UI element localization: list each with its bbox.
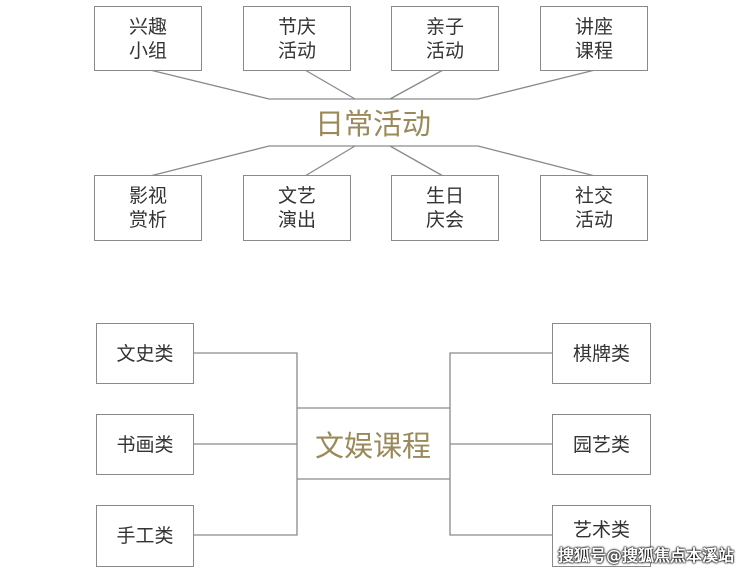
- connector-bottom: [149, 145, 596, 177]
- node-film: 影视赏析: [94, 175, 202, 241]
- node-label: 生日: [425, 185, 464, 207]
- node-label: 赏析: [128, 209, 167, 231]
- node-label: 活动: [277, 39, 316, 62]
- connector: [389, 69, 444, 100]
- node-label: 社交: [574, 185, 613, 207]
- node-gardening: 园艺类: [552, 414, 651, 475]
- node-art: 艺术类: [552, 505, 651, 567]
- node-label: 演出: [277, 209, 316, 231]
- node-interest-group: 兴趣小组: [94, 6, 202, 71]
- node-label: 影视: [128, 185, 167, 207]
- node-label: 庆会: [425, 209, 464, 231]
- connector: [304, 145, 356, 177]
- node-label: 书画类: [116, 433, 174, 456]
- node-calligraphy-painting: 书画类: [96, 414, 194, 475]
- node-label: 园艺类: [572, 433, 630, 456]
- connector-top: [149, 69, 596, 100]
- node-label: 兴趣: [128, 15, 167, 38]
- node-label: 棋牌类: [572, 342, 630, 365]
- node-label: 活动: [425, 39, 464, 62]
- watermark: 搜狐号@搜狐焦点本溪站: [557, 546, 734, 565]
- node-parent-child: 亲子活动: [391, 6, 499, 71]
- node-performance: 文艺演出: [243, 175, 351, 241]
- node-festival: 节庆活动: [243, 6, 351, 71]
- node-birthday: 生日庆会: [391, 175, 499, 241]
- node-label: 文艺: [277, 185, 316, 207]
- node-label: 课程: [574, 39, 613, 62]
- node-label: 艺术类: [572, 519, 630, 541]
- node-label: 小组: [128, 39, 167, 62]
- node-literature-history: 文史类: [96, 323, 194, 384]
- node-chess-cards: 棋牌类: [552, 323, 651, 384]
- title-recreation-courses: 文娱课程: [314, 429, 432, 463]
- node-label: 活动: [574, 209, 613, 231]
- node-social: 社交活动: [540, 175, 648, 241]
- node-label: 节庆: [277, 15, 316, 38]
- connector: [304, 69, 356, 100]
- node-lecture: 讲座课程: [540, 6, 648, 71]
- node-label: 手工类: [116, 525, 174, 547]
- title-daily-activities: 日常活动: [314, 107, 432, 141]
- node-label: 亲子: [425, 15, 464, 38]
- node-handicraft: 手工类: [96, 505, 194, 567]
- connector: [389, 145, 444, 177]
- node-label: 讲座: [574, 15, 613, 38]
- node-label: 文史类: [116, 342, 174, 365]
